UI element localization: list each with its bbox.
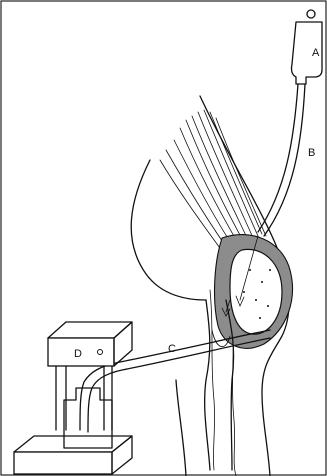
irrigation-bag: A — [292, 10, 323, 84]
pump-unit: D — [14, 322, 132, 474]
inflow-tube: B — [258, 84, 315, 236]
pump-base-front — [14, 452, 112, 474]
pump-knob — [98, 350, 103, 355]
label-a: A — [312, 47, 320, 59]
pump-box-top — [48, 322, 132, 338]
pump-base-side — [112, 436, 132, 474]
bag-hanger-ring — [307, 10, 315, 18]
label-b: B — [308, 147, 315, 159]
label-d: D — [74, 348, 82, 360]
pump-box-side — [114, 322, 132, 366]
label-c: C — [168, 343, 176, 355]
